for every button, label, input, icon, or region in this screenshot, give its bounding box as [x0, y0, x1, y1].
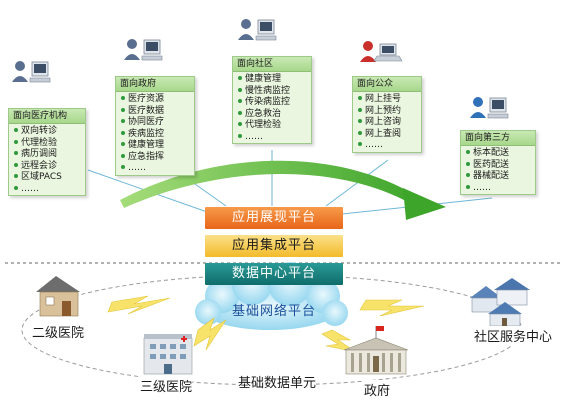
list-item: 网上挂号 — [358, 94, 421, 106]
label-community-center: 社区服务中心 — [474, 326, 553, 345]
card-government: 面向政府 医疗资源 医疗数据 协同医疗 疾病监控 健康管理 应急指挥 …… — [115, 76, 195, 176]
list-item: 医药配送 — [466, 160, 535, 172]
list-item: …… — [121, 163, 194, 175]
list-item: 双向转诊 — [14, 126, 85, 138]
list-item: 代理检验 — [14, 138, 85, 150]
list-item: 网上查阅 — [358, 129, 421, 141]
label-tertiary-hospital: 三级医院 — [140, 376, 193, 395]
user-computer-icon — [12, 61, 51, 83]
list-item: 网上咨询 — [358, 117, 421, 129]
lightning-icon — [359, 299, 425, 317]
platform-presentation: 应用展现平台 — [205, 207, 343, 229]
government-building-icon — [343, 326, 409, 375]
list-item: …… — [238, 132, 311, 144]
card-third-party: 面向第三方 标本配送 医药配送 器械配送 …… — [460, 130, 536, 195]
list-item: 疾病监控 — [121, 129, 194, 141]
list-item: 网上预约 — [358, 106, 421, 118]
hospital-building-icon — [143, 334, 193, 375]
list-item: 区域PACS — [14, 172, 85, 184]
list-item: 协同医疗 — [121, 117, 194, 129]
list-item: 病历调阅 — [14, 149, 85, 161]
lightning-icon — [321, 329, 357, 353]
lightning-bolts — [107, 295, 425, 353]
card-item-list: 医疗资源 医疗数据 协同医疗 疾病监控 健康管理 应急指挥 …… — [116, 92, 194, 175]
card-title: 面向社区 — [233, 57, 311, 72]
list-item: 医疗资源 — [121, 94, 194, 106]
list-item: 传染病监控 — [238, 97, 311, 109]
list-item: 健康管理 — [238, 74, 311, 86]
label-secondary-hospital: 二级医院 — [32, 322, 85, 341]
user-laptop-icon — [360, 41, 403, 62]
label-basic-data-unit: 基础数据单元 — [238, 372, 317, 391]
list-item: 远程会诊 — [14, 161, 85, 173]
lightning-icon — [107, 295, 171, 315]
card-item-list: 健康管理 慢性病监控 传染病监控 应急救治 代理检验 …… — [233, 72, 311, 143]
community-houses-icon — [470, 278, 530, 327]
platform-data-center: 数据中心平台 — [205, 263, 343, 285]
list-item: …… — [358, 140, 421, 152]
card-community: 面向社区 健康管理 慢性病监控 传染病监控 应急救治 代理检验 …… — [232, 56, 312, 144]
card-item-list: 标本配送 医药配送 器械配送 …… — [461, 146, 535, 194]
list-item: 标本配送 — [466, 148, 535, 160]
list-item: 器械配送 — [466, 171, 535, 183]
list-item: …… — [14, 184, 85, 196]
list-item: 应急救治 — [238, 109, 311, 121]
list-item: …… — [466, 183, 535, 195]
user-computer-icon — [124, 39, 163, 61]
card-title: 面向政府 — [116, 77, 194, 92]
flow-arrow — [120, 160, 446, 220]
card-medical-institutions: 面向医疗机构 双向转诊 代理检验 病历调阅 远程会诊 区域PACS …… — [8, 108, 86, 196]
card-public: 面向公众 网上挂号 网上预约 网上咨询 网上查阅 …… — [352, 76, 422, 153]
platform-network: 基础网络平台 — [231, 304, 316, 319]
card-title: 面向医疗机构 — [9, 109, 85, 124]
list-item: 代理检验 — [238, 120, 311, 132]
lightning-icon — [193, 317, 227, 351]
card-item-list: 双向转诊 代理检验 病历调阅 远程会诊 区域PACS …… — [9, 124, 85, 195]
card-title: 面向公众 — [353, 77, 421, 92]
card-title: 面向第三方 — [461, 131, 535, 146]
list-item: 健康管理 — [121, 140, 194, 152]
list-item: 慢性病监控 — [238, 86, 311, 98]
card-item-list: 网上挂号 网上预约 网上咨询 网上查阅 …… — [353, 92, 421, 152]
platform-integration: 应用集成平台 — [205, 235, 343, 257]
list-item: 应急指挥 — [121, 152, 194, 164]
user-computer-icon — [238, 19, 277, 41]
list-item: 医疗数据 — [121, 106, 194, 118]
house-icon — [36, 276, 80, 317]
label-government: 政府 — [364, 380, 391, 399]
user-computer-icon — [470, 97, 509, 119]
